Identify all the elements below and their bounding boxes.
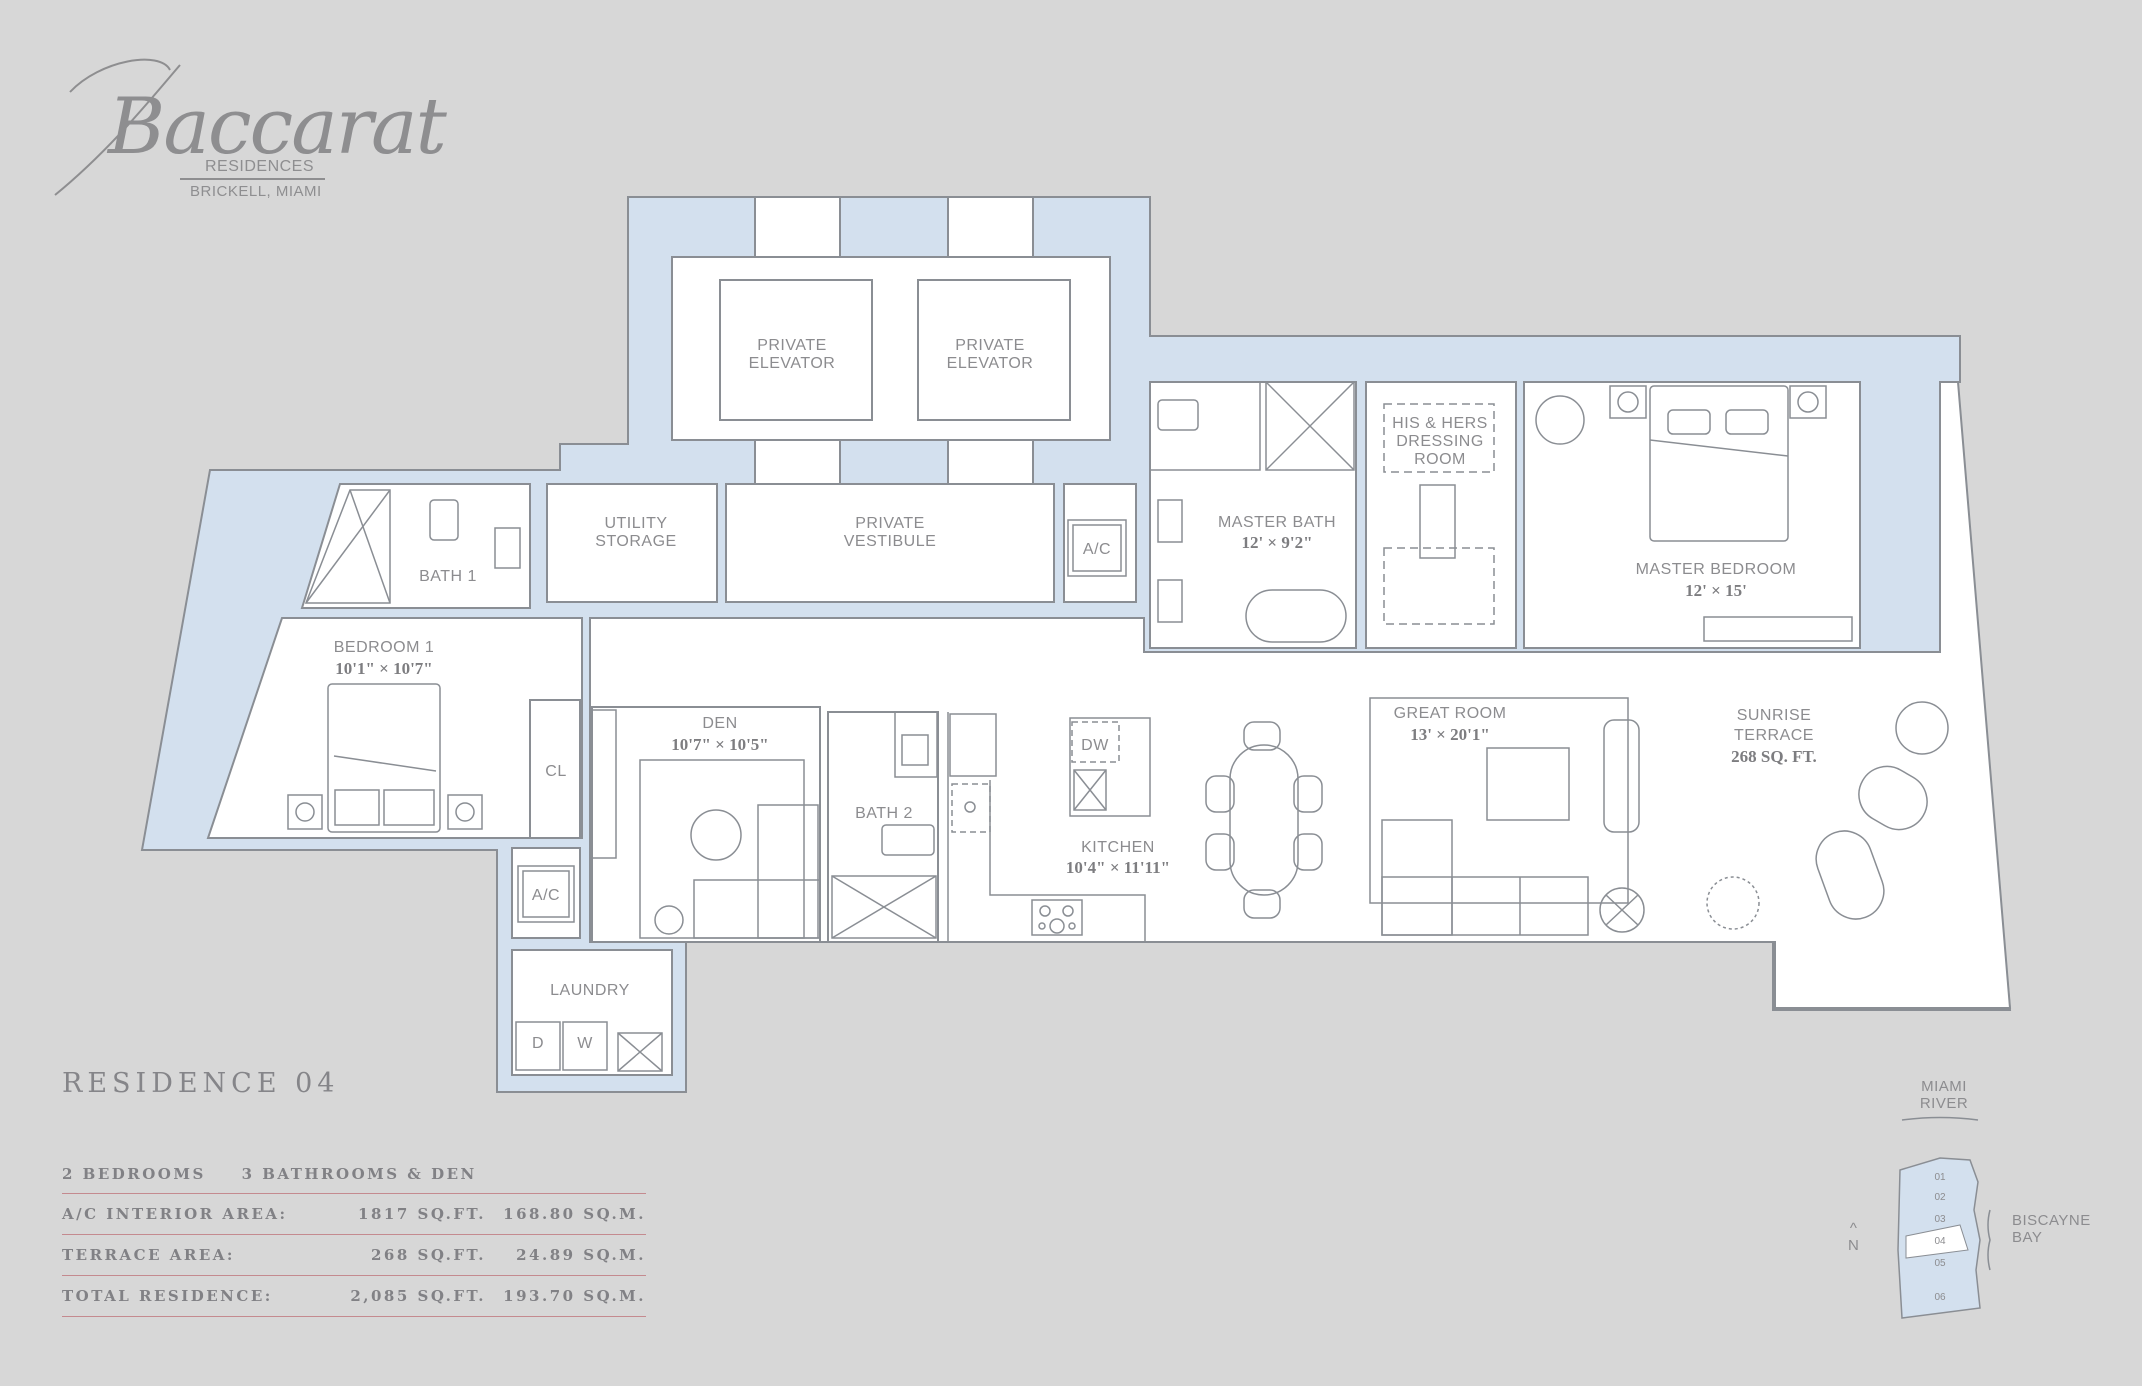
brand-name: Baccarat (108, 82, 447, 172)
label-master-bath: MASTER BATH (1218, 514, 1336, 531)
svg-text:10'4" × 11'11": 10'4" × 11'11" (1066, 858, 1170, 877)
svg-text:DW: DW (1081, 737, 1109, 754)
svg-text:12' × 9'2": 12' × 9'2" (1241, 533, 1312, 552)
svg-text:10'1" × 10'7": 10'1" × 10'7" (335, 659, 433, 678)
spec-row: TERRACE AREA: 268 SQ.FT. 24.89 SQ.M. (62, 1234, 646, 1275)
elevator-2 (917, 279, 1071, 421)
svg-text:02: 02 (1934, 1192, 1946, 1203)
brand-divider (180, 178, 325, 180)
master-bath (1149, 381, 1357, 649)
residence-title: RESIDENCE 04 (62, 1068, 340, 1099)
svg-text:12' × 15': 12' × 15' (1685, 581, 1747, 600)
spec-row: TOTAL RESIDENCE: 2,085 SQ.FT. 193.70 SQ.… (62, 1275, 646, 1317)
bedroom-count: 2 BEDROOMS (62, 1165, 206, 1183)
brand-logo: Baccarat RESIDENCES BRICKELL, MIAMI (50, 50, 447, 210)
svg-text:03: 03 (1934, 1214, 1946, 1225)
bathroom-count: 3 BATHROOMS & DEN (241, 1165, 477, 1183)
specs-table: 2 BEDROOMS 3 BATHROOMS & DEN A/C INTERIO… (62, 1165, 646, 1317)
label-ac2: A/C (532, 887, 560, 904)
svg-text:STORAGE: STORAGE (595, 533, 676, 550)
specs-summary: 2 BEDROOMS 3 BATHROOMS & DEN (62, 1165, 646, 1193)
label-master-bedroom: MASTER BEDROOM (1636, 561, 1797, 578)
svg-text:VESTIBULE: VESTIBULE (844, 533, 937, 550)
svg-text:W: W (577, 1035, 593, 1052)
svg-text:01: 01 (1934, 1172, 1946, 1183)
bed-1 (327, 683, 441, 833)
svg-text:ELEVATOR: ELEVATOR (749, 355, 836, 372)
bench (1603, 719, 1640, 833)
svg-text:06: 06 (1934, 1292, 1946, 1303)
building-keyplan-icon: 01 02 03 04 05 06 (1897, 1116, 1991, 1319)
svg-text:ELEVATOR: ELEVATOR (947, 355, 1034, 372)
label-bath2: BATH 2 (855, 805, 913, 822)
label-elevator1: PRIVATE (757, 337, 827, 354)
bathtub (1245, 589, 1347, 643)
label-dressing: HIS & HERS (1392, 415, 1488, 432)
label-great-room: GREAT ROOM (1394, 705, 1507, 722)
svg-text:ROOM: ROOM (1414, 451, 1466, 468)
dining-table (1229, 744, 1299, 896)
svg-text:268 SQ. FT.: 268 SQ. FT. (1731, 747, 1817, 766)
brand-line2: BRICKELL, MIAMI (190, 183, 322, 200)
closet (529, 699, 581, 839)
svg-text:13' × 20'1": 13' × 20'1" (1410, 725, 1490, 744)
svg-text:10'7" × 10'5": 10'7" × 10'5" (671, 735, 769, 754)
label-laundry: LAUNDRY (550, 982, 630, 999)
svg-text:DRESSING: DRESSING (1396, 433, 1484, 450)
spec-row: A/C INTERIOR AREA: 1817 SQ.FT. 168.80 SQ… (62, 1193, 646, 1234)
kitchen-island (1069, 717, 1151, 817)
label-utility: UTILITY (604, 515, 667, 532)
sofa (1381, 876, 1589, 936)
label-vestibule: PRIVATE (855, 515, 925, 532)
private-vestibule (725, 483, 1055, 603)
label-den: DEN (702, 715, 737, 732)
label-bedroom1: BEDROOM 1 (334, 639, 435, 656)
label-terrace: SUNRISE (1737, 707, 1812, 724)
label-kitchen: KITCHEN (1081, 839, 1155, 856)
label-bath1: BATH 1 (419, 568, 477, 585)
den (591, 706, 821, 943)
svg-text:04: 04 (1934, 1236, 1946, 1247)
label-closet: CL (545, 763, 566, 780)
dressing-room (1365, 381, 1517, 649)
svg-text:D: D (532, 1035, 544, 1052)
ac-closet-1 (1063, 483, 1137, 603)
great-room-rug (1369, 697, 1629, 904)
label-ac1: A/C (1083, 541, 1111, 558)
logo-swash-icon (54, 58, 181, 196)
laundry (511, 949, 673, 1076)
master-bed (1649, 385, 1789, 542)
label-elevator2: PRIVATE (955, 337, 1025, 354)
svg-text:05: 05 (1934, 1258, 1946, 1269)
brand-line1: RESIDENCES (205, 158, 315, 175)
utility-storage (546, 483, 718, 603)
bedroom-1 (206, 617, 583, 839)
svg-text:TERRACE: TERRACE (1734, 727, 1814, 744)
elevator-1 (719, 279, 873, 421)
great-room-area (589, 381, 2012, 1009)
master-bedroom (1523, 381, 1861, 649)
bath-1 (300, 483, 531, 609)
north-indicator: ^N (1848, 1220, 1860, 1254)
